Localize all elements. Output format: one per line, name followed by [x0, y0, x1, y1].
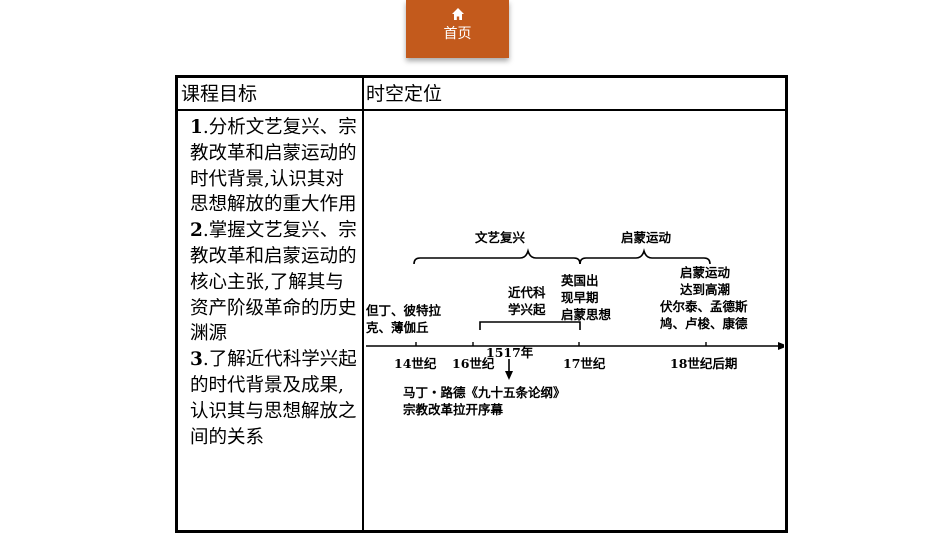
enlightenment-brace: [579, 248, 711, 265]
goal-number: 2: [190, 220, 203, 242]
event-science-line2: 学兴起: [508, 302, 546, 317]
goal-number: 3: [190, 349, 203, 371]
event-thinkers-line2: 鸠、卢梭、康德: [660, 316, 748, 331]
science-bracket: [479, 321, 581, 330]
course-goals-list: 1.分析文艺复兴、宗教改革和启蒙运动的时代背景,认识其对思想解放的重大作用 2.…: [190, 115, 360, 450]
luther-line1: 马丁・路德《九十五条论纲》: [403, 385, 566, 400]
event-england-line2: 现早期: [561, 290, 599, 305]
header-divider: [178, 109, 785, 111]
goal-text: .分析文艺复兴、宗教改革和启蒙运动的时代背景,认识其对思想解放的重大作用: [190, 117, 357, 216]
event-england-line3: 启蒙思想: [561, 307, 612, 322]
event-england-line1: 英国出: [561, 273, 599, 288]
course-table: 课程目标 时空定位 1.分析文艺复兴、宗教改革和启蒙运动的时代背景,认识其对思想…: [175, 75, 788, 533]
home-label: 首页: [443, 26, 472, 42]
timeline-diagram: 文艺复兴 启蒙运动 但丁、彼特拉 克、薄伽丘 近代科 学兴起 英国出 现早期 启…: [365, 230, 784, 417]
event-thinkers-line1: 伏尔泰、孟德斯: [660, 299, 748, 314]
goal-number: 1: [190, 117, 203, 138]
time-space-header: 时空定位: [366, 83, 443, 105]
event-petrarch-line1: 但丁、彼特拉: [365, 303, 442, 318]
event-petrarch-line2: 克、薄伽丘: [366, 320, 429, 335]
event-peak-line1: 启蒙运动: [680, 265, 731, 280]
course-goals-header: 课程目标: [181, 83, 258, 105]
goal-text: .了解近代科学兴起的时代背景及成果,认识其与思想解放之间的关系: [190, 349, 357, 448]
tick-1517-label: 1517年: [486, 345, 534, 360]
goal-item: 3.了解近代科学兴起的时代背景及成果,认识其与思想解放之间的关系: [190, 347, 360, 450]
tick-16-label: 16世纪: [452, 356, 495, 371]
home-button[interactable]: 首页: [406, 0, 509, 58]
renaissance-brace: [413, 248, 581, 265]
enlightenment-label: 启蒙运动: [621, 230, 672, 245]
goal-text: .掌握文艺复兴、宗教改革和启蒙运动的核心主张,了解其与资产阶级革命的历史渊源: [190, 220, 357, 345]
event-science-line1: 近代科: [508, 285, 546, 300]
renaissance-label: 文艺复兴: [475, 230, 526, 245]
luther-line2: 宗教改革拉开序幕: [403, 402, 504, 417]
goal-item: 1.分析文艺复兴、宗教改革和启蒙运动的时代背景,认识其对思想解放的重大作用: [190, 115, 360, 218]
home-icon: [452, 8, 464, 20]
column-divider: [362, 78, 364, 530]
axis-arrow-icon: [778, 342, 784, 350]
tick-14-label: 14世纪: [394, 356, 437, 371]
down-arrow-icon: [505, 371, 513, 380]
goal-item: 2.掌握文艺复兴、宗教改革和启蒙运动的核心主张,了解其与资产阶级革命的历史渊源: [190, 218, 360, 347]
event-peak-line2: 达到高潮: [680, 282, 730, 297]
tick-17-label: 17世纪: [563, 356, 606, 371]
tick-18-label: 18世纪后期: [670, 356, 737, 371]
